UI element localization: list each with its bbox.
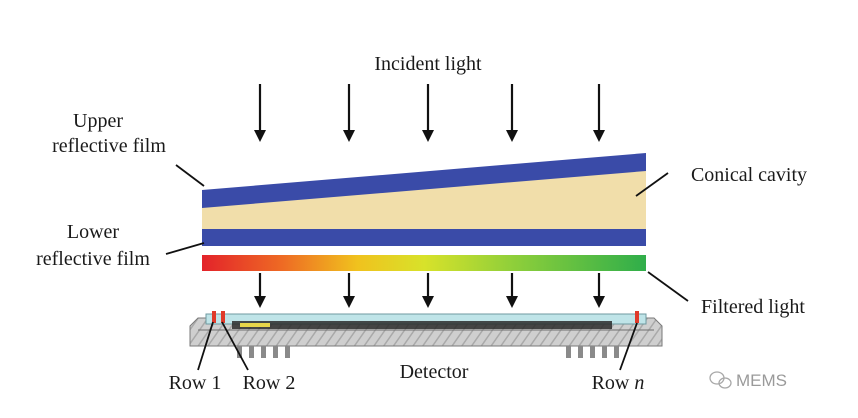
down-arrow-icon [343, 130, 355, 142]
filtered-light-label: Filtered light [701, 296, 805, 318]
down-arrow-icon [422, 296, 434, 308]
down-arrow-icon [343, 296, 355, 308]
row-1-pixel-marker [212, 311, 216, 323]
down-arrow-icon [506, 296, 518, 308]
incident-light-label: Incident light [374, 53, 482, 75]
upper-film-label-line1: Upper [73, 110, 123, 132]
watermark: MEMS [709, 371, 787, 390]
down-arrow-icon [254, 130, 266, 142]
filtered-spectrum-bar [202, 255, 646, 271]
incident-arrows [254, 84, 605, 142]
detector-package [189, 311, 663, 358]
row-n-index: n [634, 372, 644, 394]
row-n-prefix: Row [592, 372, 635, 394]
row-n-label: Row n [592, 372, 645, 394]
upper-film-label-line2: reflective film [52, 135, 166, 157]
conical-cavity [202, 168, 646, 230]
row-n-pixel-marker [635, 311, 639, 323]
lower-reflective-film [202, 229, 646, 246]
upper-reflective-film [202, 153, 646, 208]
lower-film-label-line2: reflective film [36, 248, 150, 270]
filtered-arrows [254, 273, 605, 308]
wechat-icon [709, 371, 732, 389]
down-arrow-icon [254, 296, 266, 308]
detector-label: Detector [400, 361, 469, 383]
leader-lines [165, 164, 689, 371]
down-arrow-icon [593, 130, 605, 142]
down-arrow-icon [422, 130, 434, 142]
conical-cavity-label: Conical cavity [691, 164, 807, 186]
row-2-label: Row 2 [243, 372, 296, 394]
down-arrow-icon [506, 130, 518, 142]
lower-film-label-line1: Lower [67, 221, 120, 243]
down-arrow-icon [593, 296, 605, 308]
row-2-pixel-marker [221, 311, 225, 323]
watermark-text: MEMS [736, 371, 787, 390]
row-1-label: Row 1 [169, 372, 222, 394]
